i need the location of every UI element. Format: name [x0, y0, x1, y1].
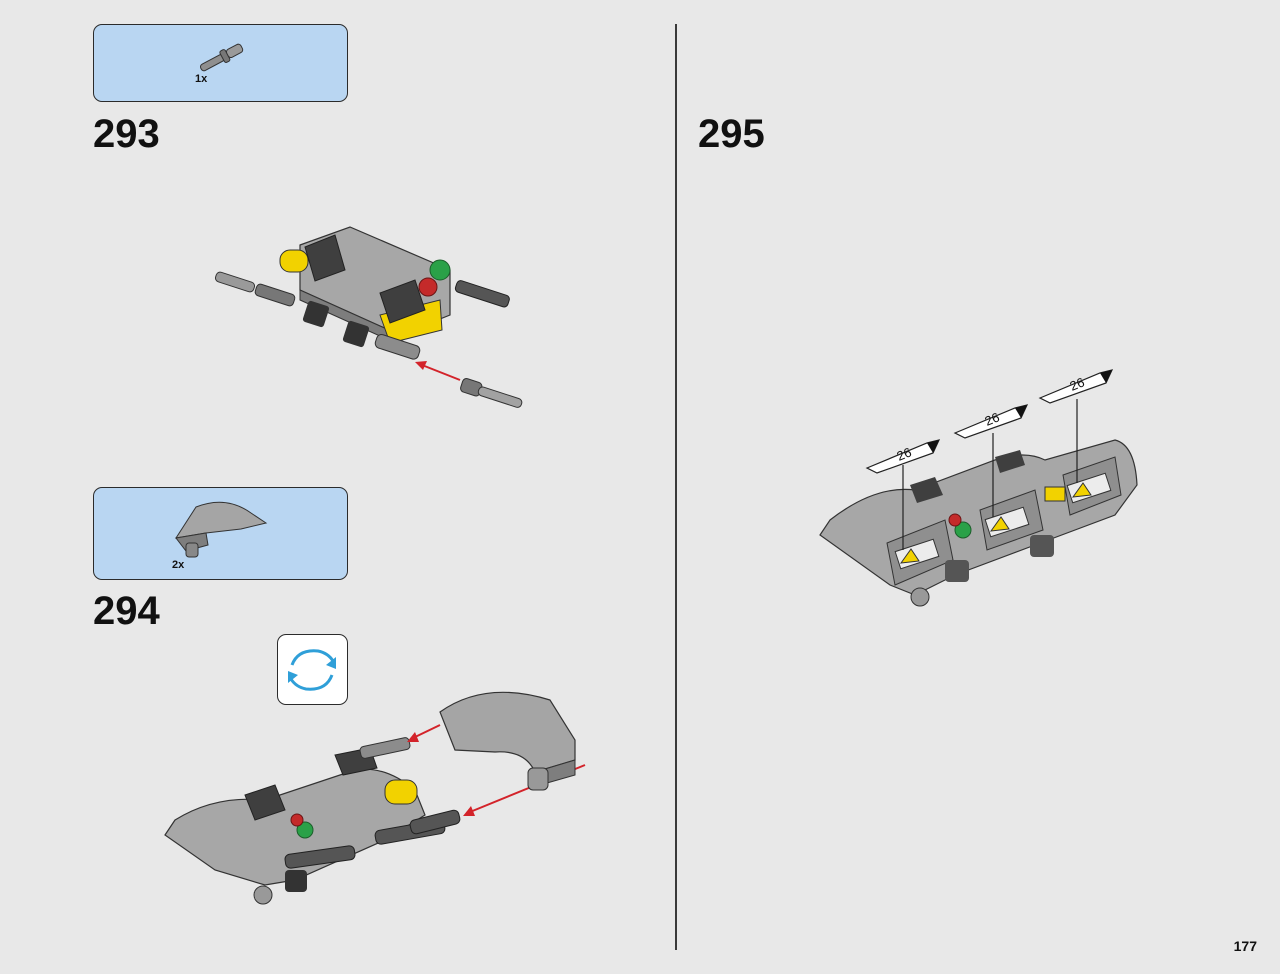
- grey-axle-pin-icon: [199, 43, 244, 72]
- svg-text:26: 26: [895, 444, 914, 463]
- step-number-294: 294: [93, 589, 160, 633]
- page-divider: [675, 24, 677, 950]
- svg-text:26: 26: [1068, 374, 1087, 393]
- insertion-arrow: [421, 364, 461, 381]
- loose-axle-pin: [460, 378, 523, 408]
- loose-curved-panel: [439, 691, 576, 773]
- part-quantity: 2x: [172, 559, 185, 571]
- insertion-arrow-upper: [412, 724, 441, 739]
- three-panel-assembly: [819, 439, 1138, 596]
- step-293-assembly: [214, 226, 523, 408]
- rotate-arrows-icon: [288, 649, 336, 691]
- part-quantity: 1x: [195, 73, 208, 85]
- yellow-connector: [279, 249, 309, 273]
- parts-list-294: 2x: [93, 487, 348, 580]
- step-294-assembly: [164, 691, 586, 905]
- warning-sticker: [984, 506, 1030, 538]
- green-knob: [429, 259, 451, 281]
- parts-list-293: 1x: [93, 24, 348, 102]
- page-number: 177: [1233, 938, 1257, 954]
- left-axle: [214, 271, 296, 307]
- grey-curved-panel-icon: [174, 501, 268, 558]
- warning-sticker: [894, 538, 940, 570]
- yellow-connector: [384, 779, 418, 805]
- step-295-assembly: 26 26 26: [819, 369, 1138, 607]
- warning-sticker: [1066, 472, 1112, 504]
- sticker-callout-26: 26: [1038, 369, 1114, 404]
- red-knob: [418, 277, 438, 297]
- step-number-295: 295: [698, 112, 765, 156]
- rotate-model-callout: [277, 634, 348, 705]
- sticker-callout-26: 26: [865, 439, 941, 474]
- step-number-293: 293: [93, 112, 160, 156]
- sticker-callout-26: 26: [953, 404, 1029, 439]
- svg-text:26: 26: [983, 409, 1002, 428]
